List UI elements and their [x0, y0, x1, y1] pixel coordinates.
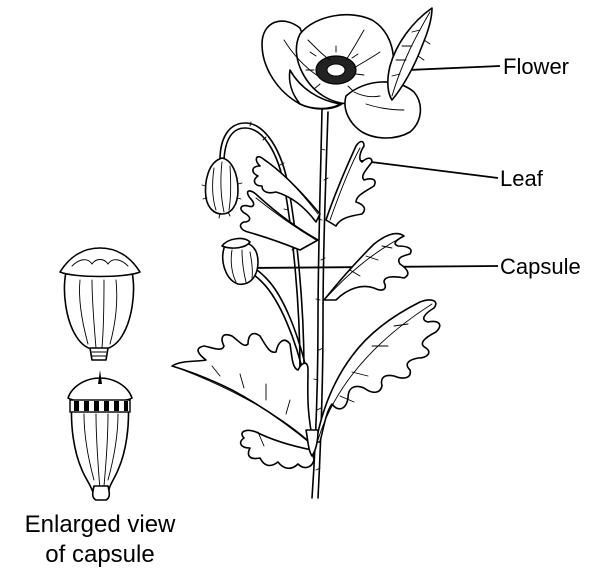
- enlarged-capsule-top: [60, 248, 140, 360]
- lower-left-leaf: [172, 334, 314, 469]
- label-flower: Flower: [503, 56, 569, 78]
- leader-line-leaf: [355, 160, 498, 178]
- poppy-bud: [202, 158, 242, 218]
- poppy-plant: [172, 8, 440, 498]
- caption-enlarged-capsule: Enlarged view of capsule: [0, 510, 200, 570]
- lower-right-leaf: [316, 300, 440, 442]
- caption-line-1: Enlarged view: [0, 510, 200, 540]
- poppy-capsule: [222, 239, 258, 285]
- label-capsule: Capsule: [500, 256, 581, 278]
- label-leaf: Leaf: [500, 168, 543, 190]
- enlarged-capsule-bottom: [68, 370, 132, 500]
- upper-leaf: [388, 8, 432, 100]
- caption-line-2: of capsule: [0, 540, 200, 570]
- middle-leaf: [326, 142, 375, 227]
